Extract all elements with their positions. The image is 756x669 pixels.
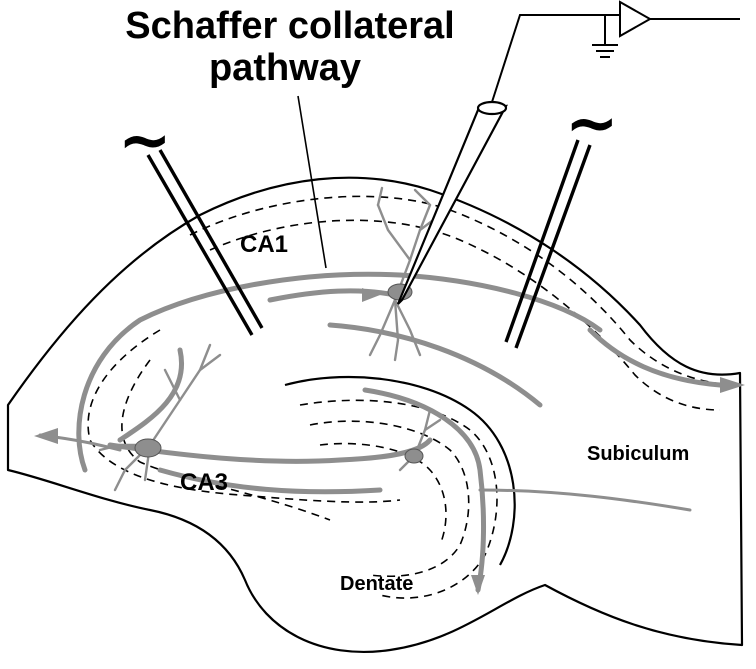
dentate-granule-neuron-icon [398, 408, 442, 472]
subiculum-fiber [587, 327, 723, 388]
ground-icon [592, 15, 618, 58]
ca3-recurrent-fiber [117, 347, 184, 443]
lower-ca1-fiber [327, 322, 543, 408]
stimulating-electrode-right [504, 139, 592, 349]
ca1-output-fiber [267, 288, 398, 303]
stimulating-electrode-left [146, 149, 264, 336]
dentate-layer-inner [309, 420, 470, 578]
label-ca3: CA3 [180, 469, 228, 496]
subiculum-arrowhead [720, 377, 745, 393]
left-arrowhead [34, 428, 58, 444]
perforant-path-fiber [362, 387, 487, 593]
ca1-fiber-arrowhead [362, 288, 380, 302]
ca3-layer-outer [87, 329, 401, 503]
label-subiculum: Subiculum [587, 443, 689, 465]
recording-wire [491, 14, 620, 103]
ca3-output-fiber [157, 467, 383, 495]
dentate-arrowhead [471, 575, 485, 595]
amplifier-icon [619, 0, 740, 38]
ca1-layer-outer [189, 195, 741, 386]
stimulus-icon-right: ~ [565, 87, 619, 161]
diagram-title-line2: pathway [209, 47, 361, 89]
recording-pipette [396, 100, 508, 305]
label-ca1: CA1 [240, 231, 288, 258]
slice-outline [6, 176, 744, 653]
ca1-pyramidal-neuron-icon [368, 186, 442, 362]
dentate-layer-3 [319, 442, 447, 546]
subiculum-bottom-fiber [478, 488, 692, 512]
ca3-pyramidal-neuron-icon [98, 343, 222, 492]
hilus-boundary [284, 375, 516, 566]
label-dentate: Dentate [340, 573, 413, 595]
dentate-layer-outer [299, 399, 498, 599]
ca3-layer-inner [121, 359, 331, 521]
schaffer-collateral-fiber [76, 271, 603, 473]
ca1-layer-inner [209, 219, 721, 411]
diagram-title-line1: Schaffer collateral [125, 5, 454, 47]
stimulus-icon-left: ~ [118, 104, 172, 178]
title-pointer-line [297, 95, 327, 269]
